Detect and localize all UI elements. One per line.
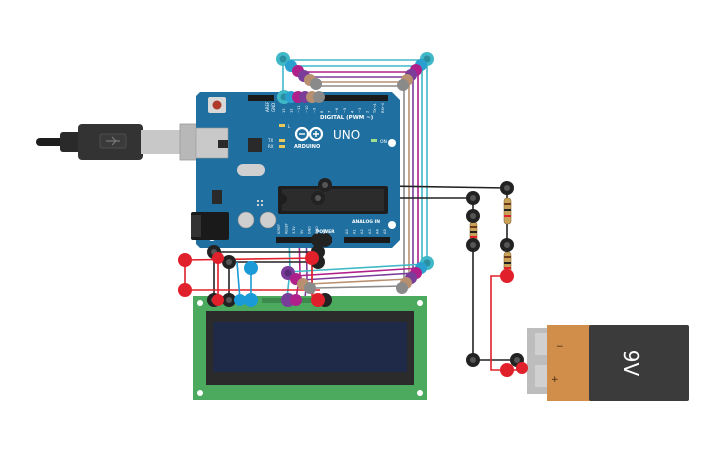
battery-voltage-label: 9V: [619, 350, 643, 377]
power-pin-label: Vin: [323, 229, 327, 234]
power-pin-label: 5V: [300, 229, 304, 234]
digital-pin-label: 8: [320, 110, 324, 113]
digital-pin-label: ~3: [358, 108, 362, 113]
analog-pin-label: A1: [353, 229, 357, 234]
power-pin-label: IOREF: [277, 224, 281, 234]
board-model: UNO: [333, 128, 360, 142]
digital-pin-label: ~10: [305, 105, 309, 113]
analog-pin-label: A4: [375, 229, 379, 234]
arduino-logo-text: ARDUINO: [294, 144, 320, 150]
aref-label: AREF: [265, 101, 270, 112]
led-on: [371, 139, 377, 142]
digital-pin-label: 2: [366, 111, 370, 113]
digital-pin-label: 4: [350, 110, 354, 113]
battery-9v[interactable]: − + 9V: [527, 325, 689, 401]
digital-pin-header[interactable]: [248, 95, 388, 101]
digital-pin-label: ~6: [335, 107, 339, 113]
regulator: [212, 190, 222, 204]
atmega-chip: [278, 186, 388, 214]
reset-button-icon[interactable]: [208, 97, 226, 113]
l-label: L: [288, 124, 291, 129]
power-pin-label: RESET: [285, 222, 289, 234]
led-tx: [279, 139, 285, 142]
lcd-screen: [213, 322, 407, 372]
gnd-label: GND: [271, 103, 276, 112]
digital-pin-label: RX←0: [381, 102, 385, 113]
rx-label: RX: [268, 144, 274, 149]
crystal: [237, 164, 265, 176]
power-pin-label: GND: [315, 226, 319, 234]
digital-pin-label: ~5: [343, 108, 347, 113]
capacitor: [259, 211, 277, 229]
analog-pin-label: A5: [383, 229, 387, 234]
power-label: POWER: [316, 229, 335, 235]
digital-label: DIGITAL (PWM ~): [320, 115, 374, 121]
power-pin-label: 3.3V: [292, 226, 296, 234]
on-label: ON: [380, 139, 387, 145]
analog-pin-label: A3: [368, 229, 372, 234]
analog-pin-label: A0: [345, 229, 349, 234]
dc-power-jack[interactable]: [191, 212, 229, 240]
battery-minus-label: −: [556, 342, 564, 352]
wire-nodes[interactable]: [178, 52, 528, 377]
tx-label: TX: [267, 138, 273, 143]
battery-plus-label: +: [551, 375, 559, 385]
mount-hole: [388, 221, 396, 229]
digital-pin-label: ~11: [297, 105, 301, 113]
analog-pin-label: A2: [360, 229, 364, 234]
power-pin-header[interactable]: [276, 237, 332, 243]
chip-small: [218, 140, 228, 148]
digital-pin-label: 7: [328, 111, 332, 113]
capacitor: [237, 211, 255, 229]
led-l: [279, 124, 285, 127]
analog-pin-header[interactable]: [344, 237, 390, 243]
icsp-header: [257, 200, 263, 206]
digital-pin-label: 12: [290, 108, 294, 113]
resistor-2[interactable]: [503, 197, 512, 225]
power-pin-label: GND: [307, 226, 311, 234]
led-rx: [279, 145, 285, 148]
arduino-infinity-logo-icon: [294, 126, 324, 142]
digital-pin-label: 13: [282, 108, 286, 113]
analog-label: ANALOG IN: [352, 219, 380, 225]
chip-usb: [248, 138, 262, 152]
mount-hole: [388, 139, 396, 147]
digital-pin-label: ~9: [312, 107, 316, 113]
arduino-uno-board[interactable]: DIGITAL (PWM ~) AREF GND L TX RX ON POWE…: [191, 92, 400, 248]
digital-pin-label: TX→1: [373, 103, 377, 114]
lcd-16x2-module[interactable]: [193, 296, 427, 400]
